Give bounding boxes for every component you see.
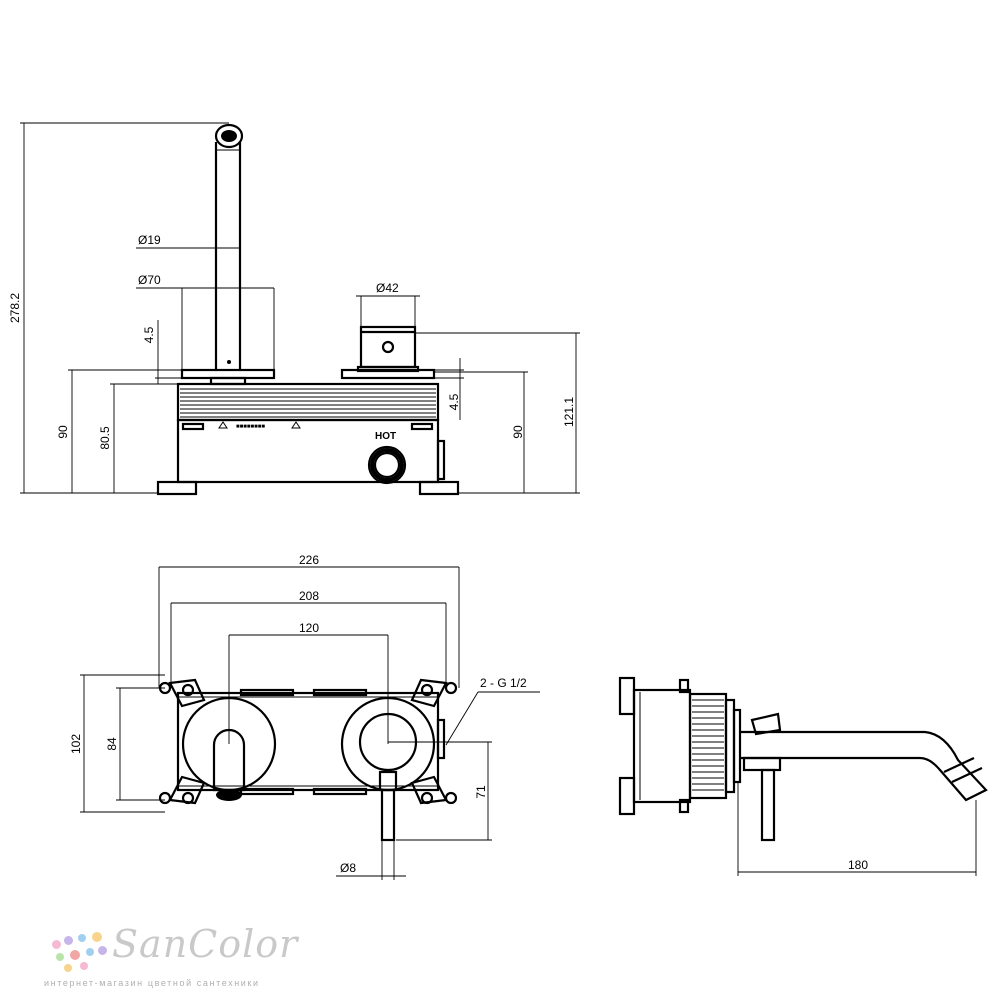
connection-label: 2 - G 1/2 [480,676,527,690]
dim-lever-diameter: Ø8 [340,861,356,875]
dim-handle-height: 121.1 [562,397,576,427]
logo-dot [86,948,94,956]
mixer-body: ■■■■■■■■ HOT [156,382,460,496]
dim-projection: 180 [848,858,868,872]
dim-spout-diameter: Ø19 [138,233,161,247]
dim-width-inner: 208 [299,589,319,603]
spout-rosette [180,368,276,380]
dim-278-2: 278.2 [8,293,22,323]
logo-dot [78,934,86,942]
logo-dot [64,964,72,972]
side-thread [688,692,728,800]
dim-center-distance: 120 [299,621,319,635]
dim-body-height-right: 90 [511,425,525,439]
logo-dot [80,962,88,970]
spout [214,123,244,370]
logo-dot [64,936,73,945]
body-marking: ■■■■■■■■ [236,424,265,430]
dim-spout-gap: 4.5 [142,326,156,343]
dim-handle-diameter: Ø42 [376,281,399,295]
hot-label: HOT [375,431,396,442]
dim-base-diameter: Ø70 [138,273,161,287]
plan-dimensions: 226 208 120 102 84 71 [69,553,540,880]
dim-body-height-inner: 80.5 [98,426,112,450]
plan-view: 226 208 120 102 84 71 [69,553,540,880]
front-view: ■■■■■■■■ HOT 278.2 Ø19 Ø70 [8,122,580,496]
brand-tagline: интернет-магазин цветной сантехники [44,978,260,988]
logo-dot [56,953,64,961]
dim-width-outer: 226 [299,553,319,567]
side-spout [740,730,988,802]
dim-height-outer: 102 [69,734,83,754]
dim-height-inner: 84 [105,737,119,751]
front-dimensions: 278.2 Ø19 Ø70 4.5 90 80.5 [8,122,580,494]
side-view: 180 [618,676,988,876]
logo-dot [98,946,107,955]
logo-dot [70,950,80,960]
plan-body [176,691,440,792]
dim-handle-gap: 4.5 [447,393,461,410]
dim-body-height-left: 90 [56,425,70,439]
brand-name: SanColor [112,922,299,966]
dim-lever-length: 71 [474,785,488,799]
logo-dot [92,932,102,942]
handle [340,325,436,380]
logo-dot [52,940,61,949]
